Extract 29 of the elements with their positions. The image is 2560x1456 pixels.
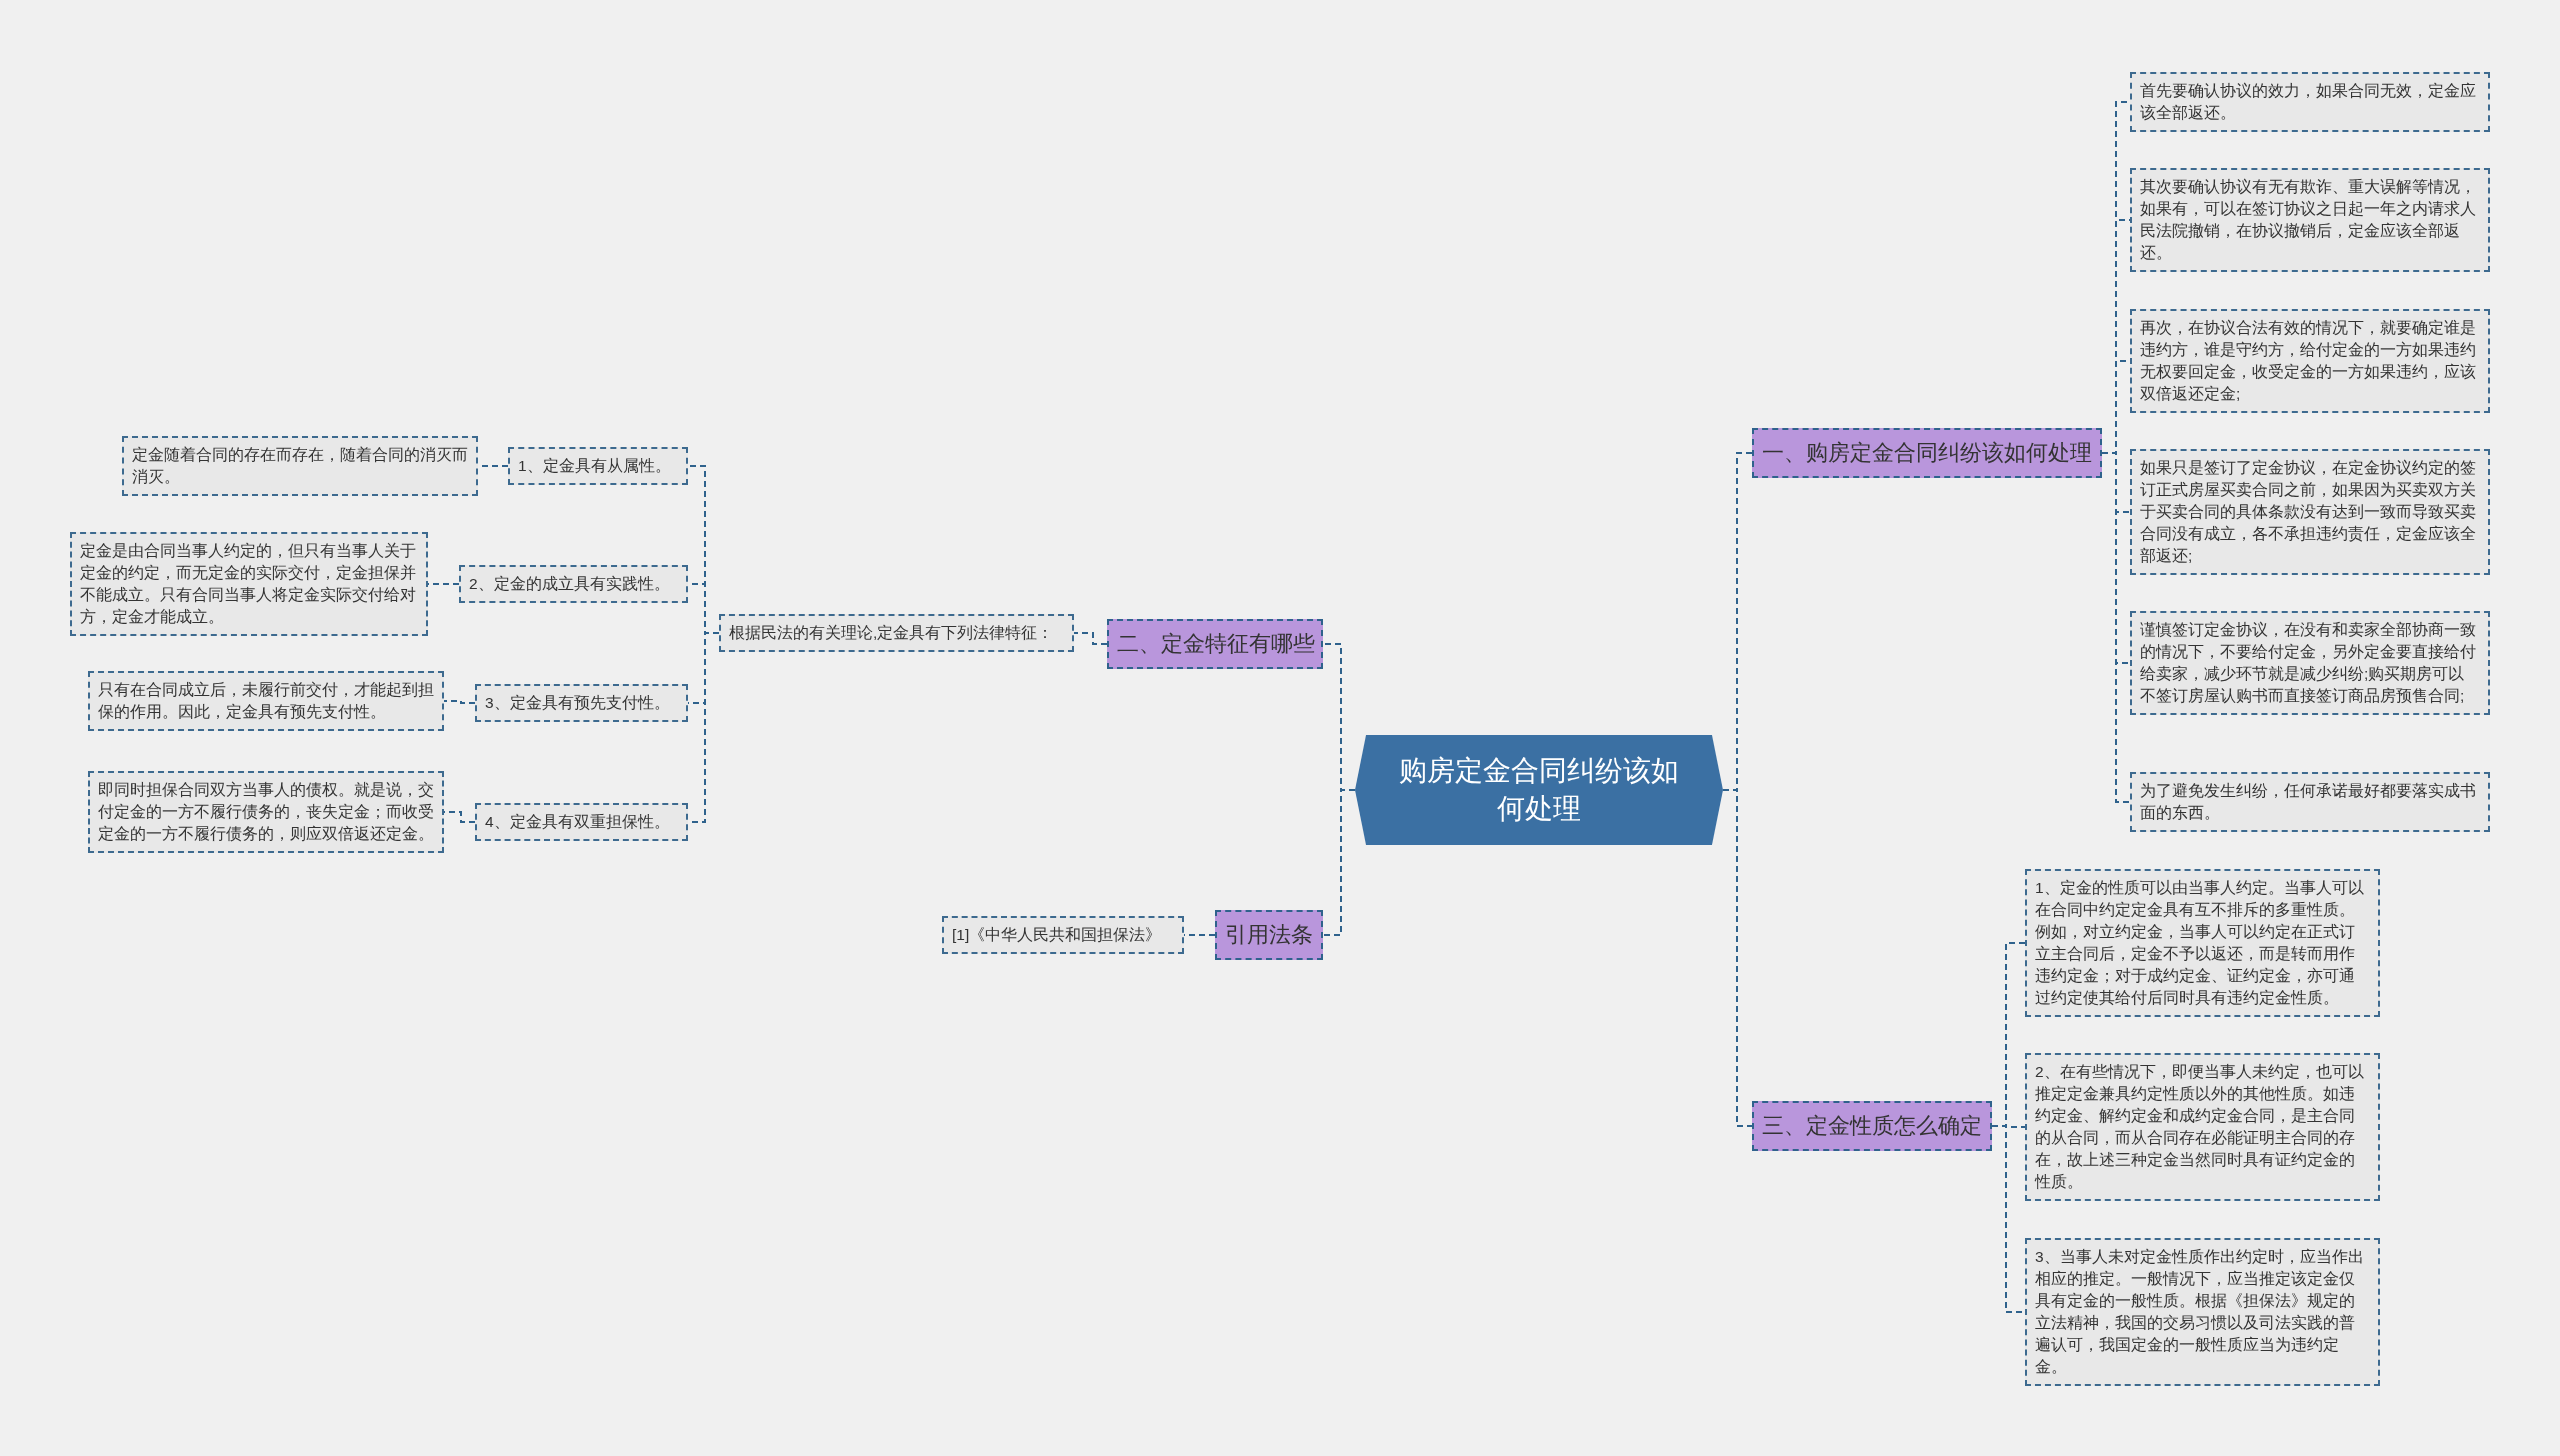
- note-box: [1]《中华人民共和国担保法》: [942, 916, 1184, 954]
- topic-hexagon: 购房定金合同纠纷该如何处理: [1355, 735, 1723, 845]
- note-box: 1、定金具有从属性。: [508, 447, 688, 485]
- note-box: 2、在有些情况下，即便当事人未约定，也可以推定定金兼具约定性质以外的其他性质。如违约定金、解约定金和成约定金合同，是主合同的从合同，而从合同存在必能证明主合同的存在，故上述三种定金当然同时具有证约定金的性质。: [2025, 1053, 2380, 1201]
- connector-line: [1073, 632, 1108, 645]
- branch-box: 三、定金性质怎么确定: [1752, 1101, 1992, 1151]
- note-box: 1、定金的性质可以由当事人约定。当事人可以在合同中约定定金具有互不排斥的多重性质。例如，对立约定金，当事人可以约定在正式订立主合同后，定金不予以返还，而是转而用作违约定金；对于成约定金、证约定金，亦可通过约定使其给付后同时具有违约定金性质。: [2025, 869, 2380, 1017]
- note-box: 3、当事人未对定金性质作出约定时，应当作出相应的推定。一般情况下，应当推定该定金仅具有定金的一般性质。根据《担保法》规定的立法精神，我国的交易习惯以及司法实践的普遍认可，我国定金的一般性质应当为违约定金。: [2025, 1238, 2380, 1386]
- note-box: 只有在合同成立后，未履行前交付，才能起到担保的作用。因此，定金具有预先支付性。: [88, 671, 444, 731]
- connector-line: [1722, 789, 1753, 1127]
- note-box: 根据民法的有关理论,定金具有下列法律特征：: [719, 614, 1074, 652]
- connector-line: [443, 700, 476, 704]
- connector-line: [1322, 789, 1356, 936]
- branch-box: 一、购房定金合同纠纷该如何处理: [1752, 428, 2102, 478]
- note-box: 定金是由合同当事人约定的，但只有当事人关于定金的约定，而无定金的实际交付，定金担保并不能成立。只有合同当事人将定金实际交付给对方，定金才能成立。: [70, 532, 428, 636]
- note-box: 首先要确认协议的效力，如果合同无效，定金应该全部返还。: [2130, 72, 2490, 132]
- note-box: 2、定金的成立具有实践性。: [459, 565, 688, 603]
- note-box: 再次，在协议合法有效的情况下，就要确定谁是违约方，谁是守约方，给付定金的一方如果违约无权要回定金，收受定金的一方如果违约，应该双倍返还定金;: [2130, 309, 2490, 413]
- branch-box: 引用法条: [1215, 910, 1323, 960]
- note-box: 定金随着合同的存在而存在，随着合同的消灭而消灭。: [122, 436, 478, 496]
- note-box: 其次要确认协议有无有欺诈、重大误解等情况，如果有，可以在签订协议之日起一年之内请求人民法院撤销，在协议撤销后，定金应该全部返还。: [2130, 168, 2490, 272]
- branch-box: 二、定金特征有哪些: [1107, 619, 1323, 669]
- note-box: 如果只是签订了定金协议，在定金协议约定的签订正式房屋买卖合同之前，如果因为买卖双方关于买卖合同的具体条款没有达到一致而导致买卖合同没有成立，各不承担违约责任，定金应该全部返还;: [2130, 449, 2490, 575]
- note-box: 谨慎签订定金协议，在没有和卖家全部协商一致的情况下，不要给付定金，另外定金要直接给付给卖家，减少环节就是减少纠纷;购买期房可以不签订房屋认购书而直接签订商品房预售合同;: [2130, 611, 2490, 715]
- note-box: 即同时担保合同双方当事人的债权。就是说，交付定金的一方不履行债务的，丧失定金；而收受定金的一方不履行债务的，则应双倍返还定金。: [88, 771, 444, 853]
- note-box: 为了避免发生纠纷，任何承诺最好都要落实成书面的东西。: [2130, 772, 2490, 832]
- note-box: 4、定金具有双重担保性。: [475, 803, 688, 841]
- note-box: 3、定金具有预先支付性。: [475, 684, 688, 722]
- connector-line: [2101, 452, 2131, 803]
